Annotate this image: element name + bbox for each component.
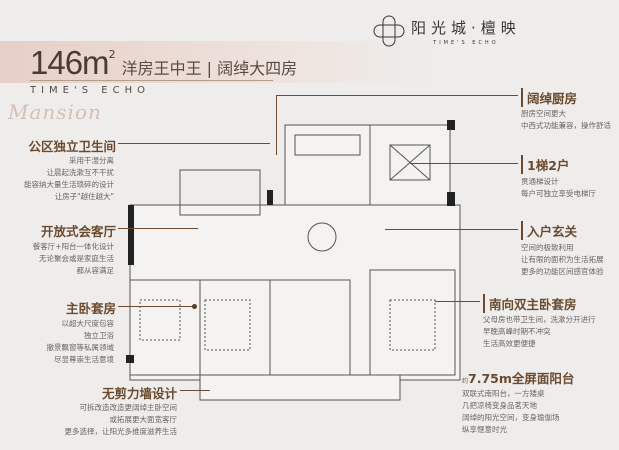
callout-line: 能容纳大量生活琐碎的设计 [24,180,114,189]
callout-line: 更多的功能区间感官体验 [521,267,604,276]
callout-title: 南向双主卧套房 [483,294,577,313]
callout-title: 入户玄关 [521,221,577,240]
callout-line: 可拆改造改造更阔绰主卧空间 [79,403,178,412]
callout-title: 1梯2户 [521,155,569,174]
logo: 阳光城·檀映 TIME'S ECHO [373,14,521,48]
callout-line: 生活高效更便捷 [483,339,536,348]
connector [276,95,518,96]
callout-title: 公区独立卫生间 [28,139,116,154]
connector-dot [192,304,197,309]
elevator [389,144,431,181]
header-band [0,41,440,83]
callout-title: 主卧套房 [65,301,116,316]
callout-line: 阔绰的阳光空间，变身瑜伽场 [462,413,560,422]
connector [435,301,480,302]
callout-line: 父母房也带卫生间，洗漱分开进行 [483,315,596,324]
callout-title: 约 7.75m全屏面阳台 [462,368,574,387]
logo-icon [373,15,405,47]
callout-body: 以超大尺度包容独立卫浴撤景飘窗等私属领域尽显尊崇生活意境 [47,318,115,366]
callout-line: 每户可独立享受电梯厅 [521,189,596,198]
connector [118,306,193,307]
connector [118,228,198,229]
callout-line: 双联式南阳台，一方矮桌 [462,389,545,398]
callout-body: 空间的极致利用让有限的面积为生活拓展更多的功能区间感官体验 [521,242,604,278]
public-bathroom [179,169,261,216]
brand-en: TIME'S ECHO [30,85,150,96]
callout-body: 餐客厅+阳台一体化设计无论聚会或是家庭生活都从容满足 [33,241,114,277]
connector [118,143,270,144]
callout-body: 贯通梯设计每户可独立享受电梯厅 [521,176,596,200]
callout-body: 双联式南阳台，一方矮桌几把凉椅变身品茗天地阔绰的阳光空间，变身瑜伽场纵享惬意时光 [462,388,560,436]
balcony-title: 7.75m全屏面阳台 [468,371,575,386]
callout-body: 采用干湿分离让晨起洗漱互不干扰能容纳大量生活琐碎的设计让房子"越住越大" [24,155,114,203]
callout-body: 厨房空间更大中西式功能兼容，操作舒适 [521,108,611,132]
title-prefix: 约 [462,378,469,385]
plan-outline [129,204,461,381]
tagline: 洋房王中王 | 阔绰大四房 [121,59,298,78]
callout-line: 餐客厅+阳台一体化设计 [32,242,114,251]
callout-line: 贯通梯设计 [521,177,559,186]
callout-line: 让晨起洗漱互不干扰 [46,168,115,177]
callout-line: 撤景飘窗等私属领域 [46,343,115,352]
dining-table [307,222,337,252]
callout-body: 可拆改造改造更阔绰主卧空间或拓展更大面宽客厅更多选择，让阳光多维度滋养生活 [65,402,178,438]
script-watermark: Mansion [8,100,102,124]
stair-core [369,124,451,206]
callout-line: 以超大尺度包容 [61,319,115,328]
area-value: 146m [30,44,110,81]
callout-title: 开放式会客厅 [40,224,116,239]
callout-title: 无剪力墙设计 [101,386,177,401]
callout-line: 独立卫浴 [84,331,114,340]
callout-line: 早晚高峰时期不冲突 [483,327,551,336]
connector [385,229,518,230]
callout-line: 尽显尊崇生活意境 [54,355,114,364]
callout-line: 纵享惬意时光 [462,425,507,434]
callout-line: 让有限的面积为生活拓展 [521,255,604,264]
callout-line: 让房子"越住越大" [54,192,114,201]
balcony [199,374,401,401]
callout-body: 父母房也带卫生间，洗漱分开进行早晚高峰时期不冲突生活高效更便捷 [483,314,596,350]
title-underline [30,80,273,81]
connector [276,95,277,155]
callout-line: 更多选择，让阳光多维度滋养生活 [64,427,178,436]
callout-line: 空间的极致利用 [521,243,574,252]
callout-line: 都从容满足 [76,266,115,275]
callout-line: 或拓展更大面宽客厅 [109,415,178,424]
callout-line: 采用干湿分离 [69,156,114,165]
connector [410,163,518,164]
logo-en: TIME'S ECHO [433,39,499,46]
callout-line: 厨房空间更大 [521,109,566,118]
callout-line: 中西式功能兼容，操作舒适 [521,121,611,130]
connector [180,390,210,391]
callout-line: 无论聚会或是家庭生活 [39,254,114,263]
logo-name: 阳光城·檀映 [411,18,521,37]
callout-line: 几把凉椅变身品茗天地 [462,401,537,410]
callout-title: 阔绰厨房 [521,88,577,107]
area-unit-sup: 2 [108,48,116,61]
page-title: 146m 2 洋房王中王 | 阔绰大四房 [30,44,297,82]
master-bedroom-right [369,269,456,376]
kitchen [284,124,371,206]
